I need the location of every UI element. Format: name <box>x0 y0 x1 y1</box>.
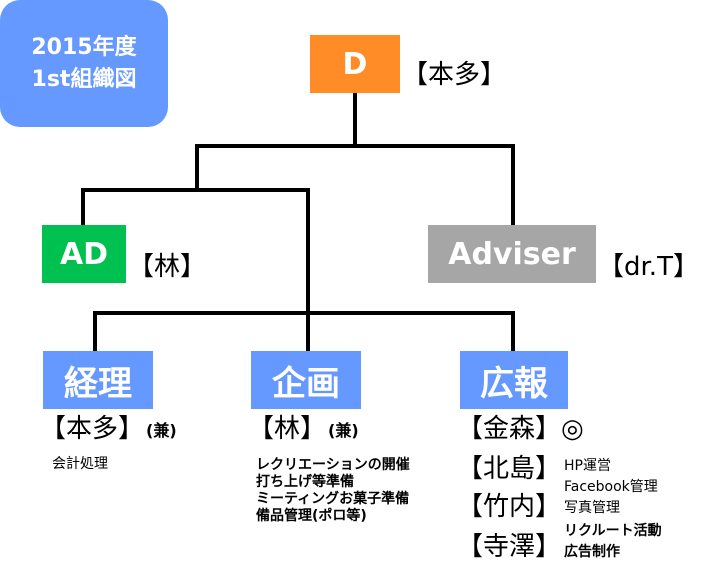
dept-kikaku: 企画 <box>251 351 361 409</box>
dept-kouhou-task: HP運営 <box>564 458 611 474</box>
connector-kouhou-down <box>511 311 515 351</box>
node-director: D <box>310 35 400 93</box>
dept-kikaku-task: 打ち上げ等準備 <box>256 474 354 490</box>
dept-kouhou-label: 広報 <box>480 363 548 404</box>
connector-d-down <box>353 93 357 148</box>
node-ad: AD <box>42 225 126 283</box>
node-adviser: Adviser <box>428 225 596 283</box>
dept-keiri-member: 【本多】 <box>40 414 145 444</box>
dept-keiri-member-row: 【本多】 (兼) <box>40 414 177 444</box>
dept-kikaku-member: 【林】 <box>248 414 327 444</box>
dept-kouhou-task: リクルート活動 <box>564 523 662 539</box>
connector-top-horizontal <box>195 144 515 148</box>
title-year: 2015年度 <box>31 34 137 60</box>
dept-kikaku-note: (兼) <box>328 421 359 440</box>
connector-adviser-down <box>511 144 515 225</box>
connector-center-down <box>306 188 310 351</box>
dept-keiri-note: (兼) <box>146 421 177 440</box>
dept-kouhou-task: 広告制作 <box>564 544 620 560</box>
dept-keiri-task: 会計処理 <box>52 456 108 472</box>
node-ad-label: AD <box>59 236 109 272</box>
dept-kikaku-member-row: 【林】 (兼) <box>248 414 359 444</box>
connector-dept-horizontal <box>93 311 515 315</box>
dept-kouhou-task: Facebook管理 <box>564 479 658 495</box>
adviser-member: 【dr.T】 <box>598 252 699 282</box>
dept-kouhou: 広報 <box>460 351 568 409</box>
connector-ad-down <box>81 188 85 225</box>
dept-kouhou-member-kitajima: 【北島】 <box>457 454 562 484</box>
title-name: 1st組織図 <box>31 66 137 92</box>
connector-ad-horizontal <box>81 188 310 192</box>
dept-kikaku-task: ミーティングお菓子準備 <box>256 491 410 507</box>
dept-kikaku-label: 企画 <box>272 363 340 404</box>
dept-kouhou-member-row: 【金森】 ◎ <box>457 414 584 444</box>
dept-kouhou-member-kanamori: 【金森】 <box>457 414 562 444</box>
dept-kikaku-tasks: レクリエーションの開催 打ち上げ等準備 ミーティングお菓子準備 備品管理(ポロ等… <box>256 457 410 525</box>
connector-left-branch <box>195 144 199 192</box>
dept-kouhou-member-terasawa: 【寺澤】 <box>457 532 562 562</box>
leader-mark: ◎ <box>561 414 584 444</box>
dept-kikaku-task: レクリエーションの開催 <box>256 457 410 473</box>
chart-title-box: 2015年度 1st組織図 <box>0 0 168 127</box>
director-member: 【本多】 <box>402 60 507 90</box>
dept-keiri: 経理 <box>43 351 153 409</box>
connector-keiri-down <box>93 311 97 351</box>
dept-kouhou-member-takeuchi: 【竹内】 <box>457 492 562 522</box>
node-adviser-label: Adviser <box>448 236 576 272</box>
dept-keiri-label: 経理 <box>64 363 132 404</box>
node-director-label: D <box>342 46 368 82</box>
ad-member: 【林】 <box>128 252 207 282</box>
dept-kikaku-task: 備品管理(ポロ等) <box>256 508 367 524</box>
dept-kouhou-task: 写真管理 <box>564 500 620 516</box>
